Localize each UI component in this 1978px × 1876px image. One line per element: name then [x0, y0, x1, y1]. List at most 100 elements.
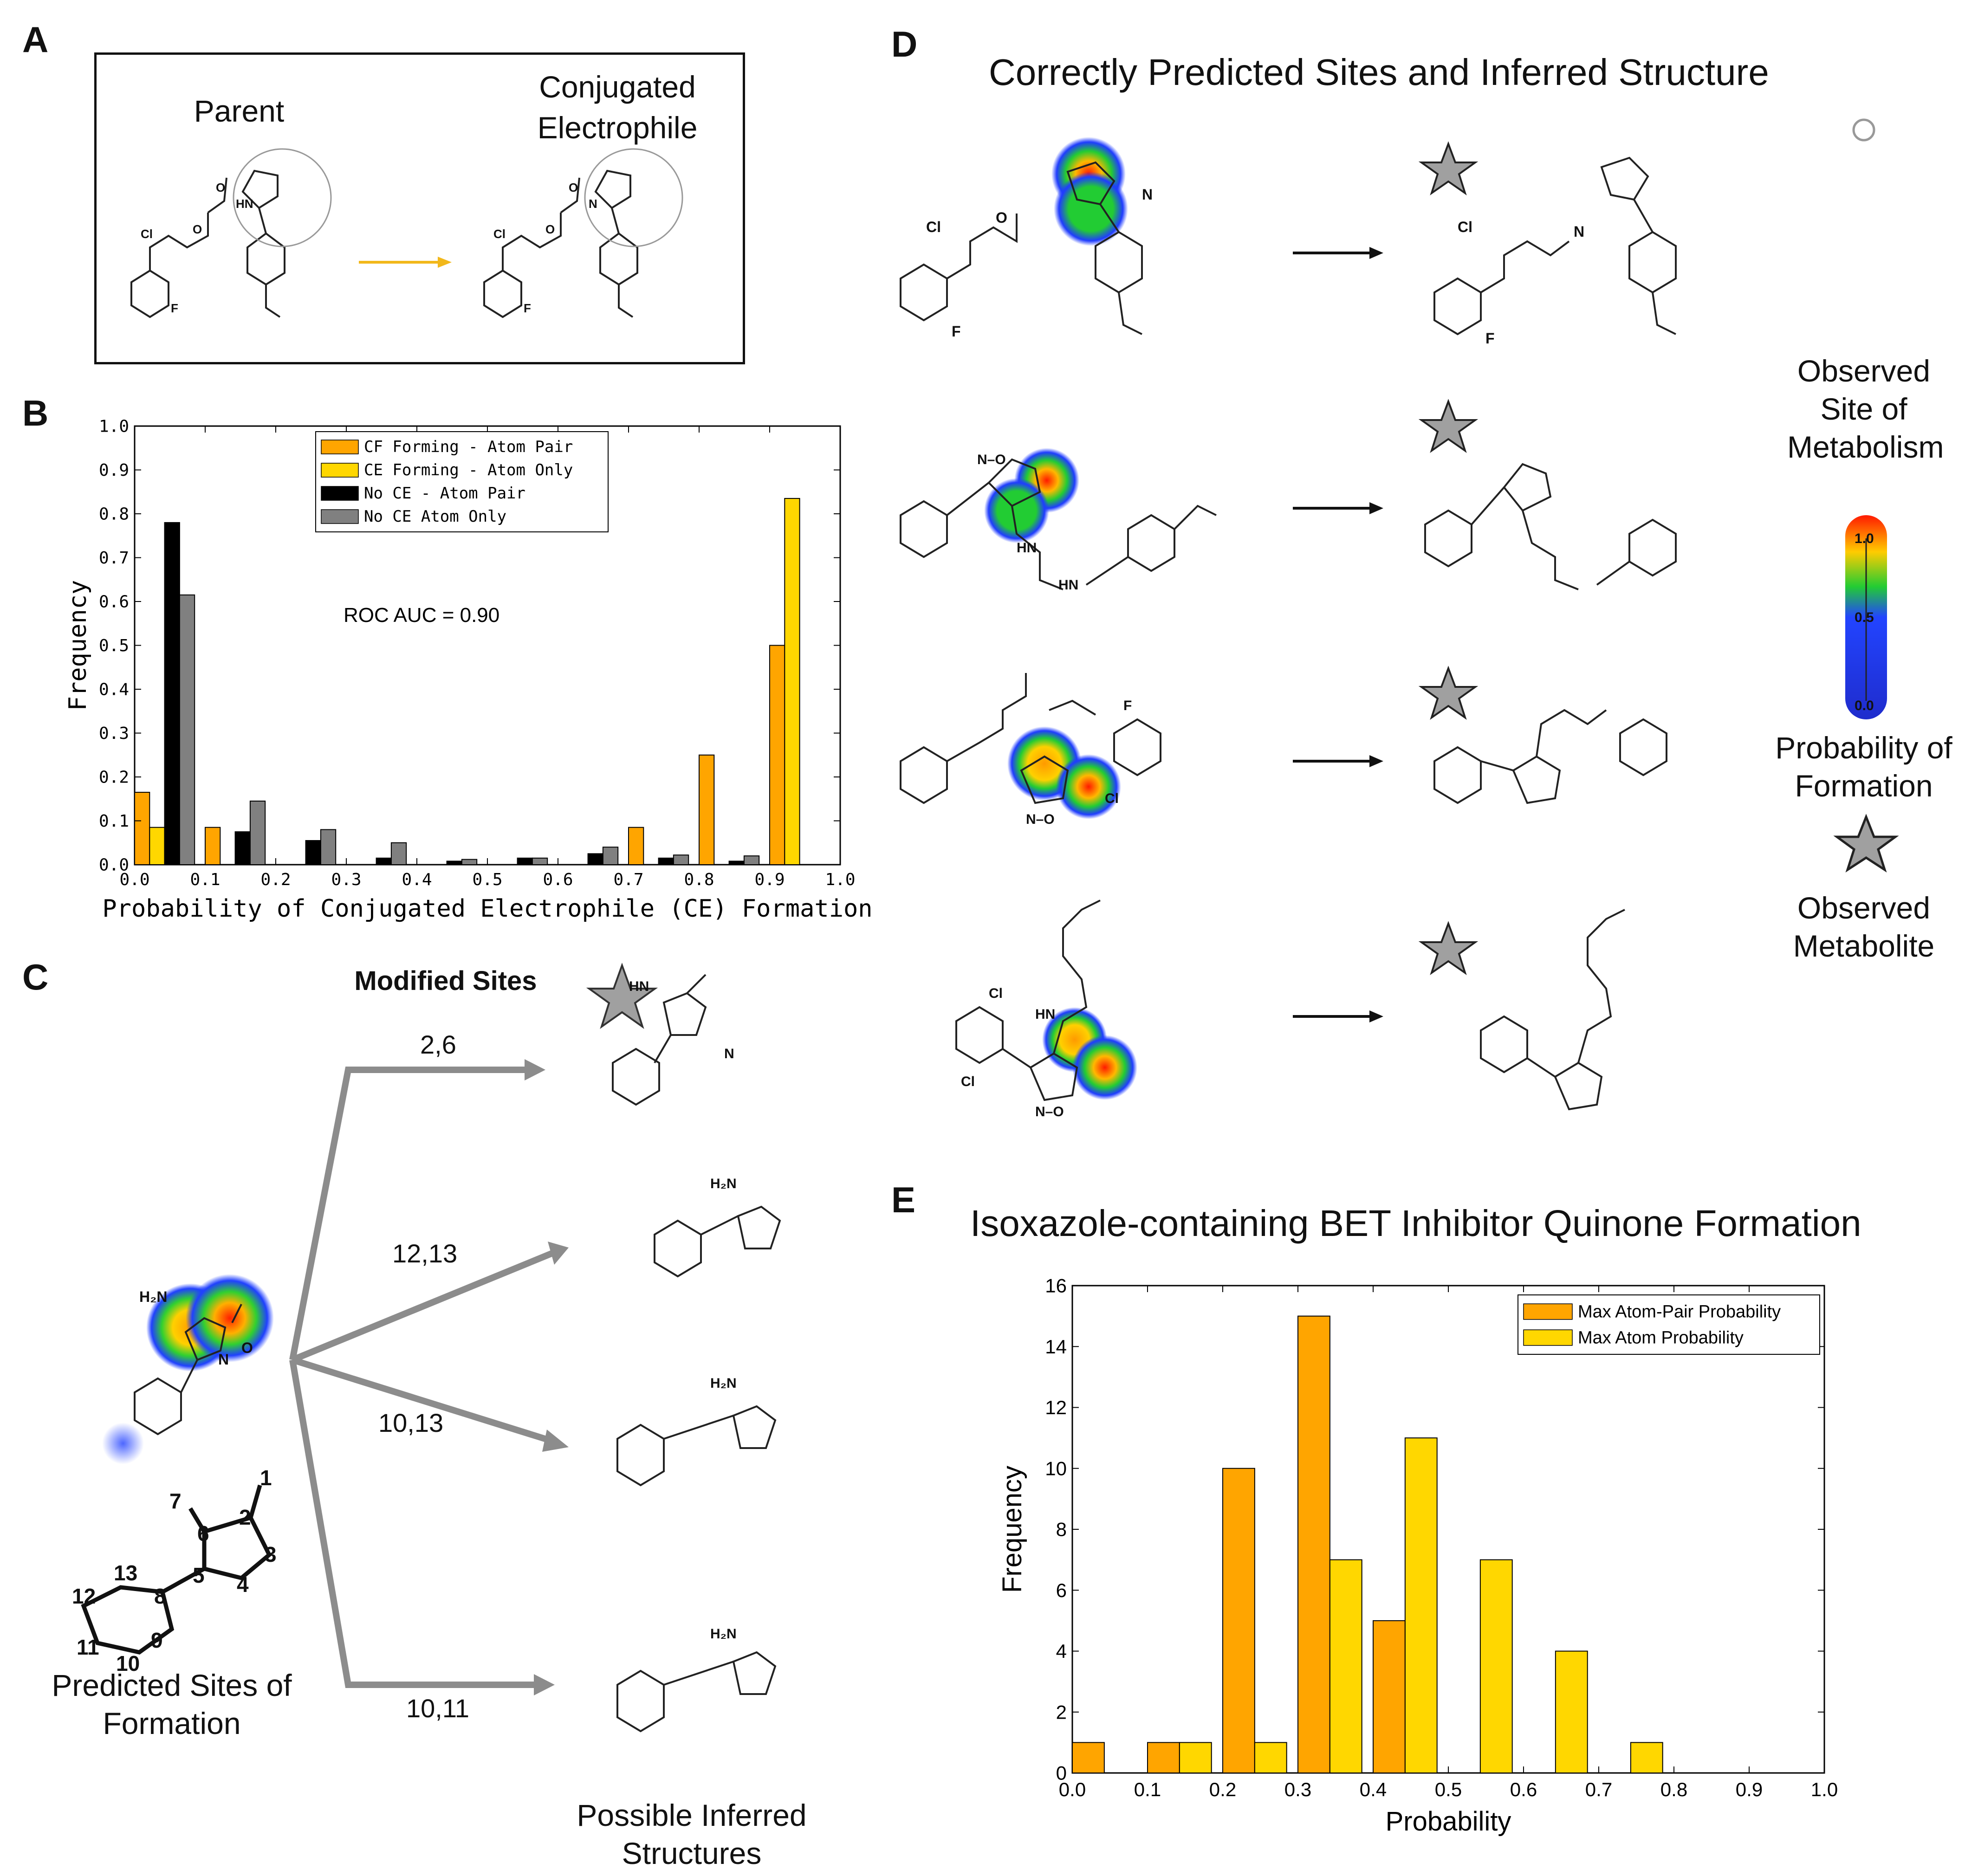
plot-frame: [1071, 1285, 1825, 1774]
x-tick-label: 0.4: [402, 870, 432, 889]
svg-text:Cl: Cl: [961, 1074, 975, 1089]
legend-swatch-1: [321, 440, 359, 454]
x-tick-label: 0.1: [1134, 1779, 1161, 1800]
y-tick-label: 0.1: [99, 812, 129, 831]
svg-text:7: 7: [169, 1489, 182, 1513]
route-label-2: 12,13: [392, 1239, 457, 1268]
parent-atom-o: O: [193, 222, 202, 236]
bar-1-bin-5: [1373, 1620, 1406, 1773]
x-tick-label: 0.3: [1284, 1779, 1311, 1800]
y-tick-label: 8: [1056, 1519, 1067, 1540]
bar-1-bin-1: [1072, 1742, 1105, 1773]
y-tick-label: 0.7: [99, 549, 129, 568]
svg-text:HN: HN: [1017, 540, 1037, 556]
possible-structures-line2: Structures: [622, 1836, 762, 1870]
bar-3-bin-9: [728, 860, 745, 866]
svg-text:1.0: 1.0: [1855, 531, 1874, 546]
bar-1-bin-1: [134, 792, 150, 866]
legend-label-2: Max Atom Probability: [1578, 1328, 1744, 1347]
route-label-1: 2,6: [420, 1030, 456, 1059]
x-tick-label: 0.8: [684, 870, 714, 889]
d2-product: [1424, 463, 1677, 590]
panel-letter-e: E: [891, 1179, 916, 1220]
y-tick-label: 14: [1045, 1336, 1067, 1358]
legend-probability-line1: Probability of: [1775, 731, 1952, 765]
parent-benzene-ring: [130, 269, 169, 318]
product-benzene-ring: [483, 269, 522, 318]
product-c3: [616, 1405, 777, 1487]
c-atom-n: N: [218, 1351, 229, 1368]
y-tick-label: 0.3: [99, 724, 129, 743]
parent-atom-cl: Cl: [141, 227, 153, 241]
product-atom-o2: O: [569, 181, 578, 194]
bar-4-bin-4: [390, 842, 407, 865]
parent-atom-f: F: [171, 301, 178, 315]
bar-1-bin-2: [205, 827, 221, 865]
legend-swatch-4: [321, 509, 359, 524]
bar-4-bin-9: [743, 855, 760, 865]
route-arrow-3: [291, 1357, 554, 1444]
x-tick-label: 1.0: [825, 870, 855, 889]
d1-star: [1418, 141, 1479, 195]
bar-2-bin-8: [1630, 1742, 1663, 1773]
x-tick-label: 0.8: [1660, 1779, 1687, 1800]
parent-atom-nh: HN: [236, 197, 253, 211]
y-tick-label: 0: [1056, 1762, 1067, 1784]
bar-2-bin-1: [149, 827, 165, 865]
svg-text:F: F: [1123, 698, 1132, 713]
y-tick-label: 12: [1045, 1397, 1067, 1418]
x-tick-label: 0.9: [1736, 1779, 1763, 1800]
d4-heat-red: [1072, 1035, 1137, 1100]
bar-3-bin-4: [376, 857, 392, 866]
svg-text:F: F: [952, 323, 961, 340]
panel-letter-b: B: [22, 393, 49, 433]
bar-4-bin-2: [249, 800, 266, 865]
bar-3-bin-7: [587, 853, 603, 865]
bar-3-bin-2: [234, 831, 251, 865]
bar-1-bin-3: [1222, 1468, 1255, 1773]
svg-text:Cl: Cl: [989, 986, 1003, 1001]
x-tick-label: 0.7: [613, 870, 643, 889]
possible-structures-line1: Possible Inferred: [577, 1798, 807, 1832]
legend-label-1: CF Forming - Atom Pair: [364, 438, 573, 456]
d3-parent: [900, 673, 1161, 804]
x-tick-label: 0.9: [754, 870, 785, 889]
panel-letter-c: C: [22, 957, 49, 997]
product-c1: [612, 974, 707, 1106]
svg-text:5: 5: [193, 1563, 205, 1587]
d4-parent: [955, 899, 1101, 1101]
svg-text:0.0: 0.0: [1855, 698, 1874, 713]
y-tick-label: 10: [1045, 1457, 1067, 1479]
legend-label-1: Max Atom-Pair Probability: [1578, 1302, 1781, 1321]
legend-observed-site-line2: Site of: [1820, 392, 1907, 426]
modified-sites-header: Modified Sites: [354, 966, 537, 996]
x-tick-label: 0.0: [1059, 1779, 1086, 1800]
legend-label-2: CE Forming - Atom Only: [364, 461, 573, 479]
panel-e-title: Isoxazole-containing BET Inhibitor Quino…: [970, 1203, 1861, 1244]
svg-text:13: 13: [114, 1561, 137, 1585]
svg-text:N–O: N–O: [1026, 812, 1055, 827]
y-tick-label: 0.2: [99, 768, 129, 787]
svg-text:H₂N: H₂N: [710, 1626, 737, 1642]
legend-metabolite-line2: Metabolite: [1793, 929, 1935, 963]
svg-text:HN: HN: [629, 979, 649, 994]
bar-3-bin-5: [446, 860, 462, 866]
bar-2-bin-2: [1179, 1742, 1212, 1773]
product-c2: [654, 1205, 781, 1278]
d1-product: [1433, 156, 1677, 336]
x-axis-label: Probability of Conjugated Electrophile (…: [102, 895, 872, 923]
d3-heat-red: [1056, 754, 1121, 819]
route-label-3: 10,13: [378, 1408, 443, 1437]
x-tick-label: 0.7: [1585, 1779, 1612, 1800]
bar-1-bin-4: [1297, 1315, 1330, 1773]
product-atom-n: N: [589, 197, 597, 211]
legend-observed-site-line1: Observed: [1797, 354, 1931, 388]
parent-label: Parent: [194, 94, 285, 128]
legend-box: [315, 431, 609, 532]
panel-letter-a: A: [22, 19, 49, 60]
x-axis-label: Probability: [1386, 1806, 1511, 1837]
parent-atom-o2: O: [216, 181, 225, 194]
svg-text:HN: HN: [1058, 577, 1078, 593]
bar-4-bin-6: [532, 857, 548, 866]
